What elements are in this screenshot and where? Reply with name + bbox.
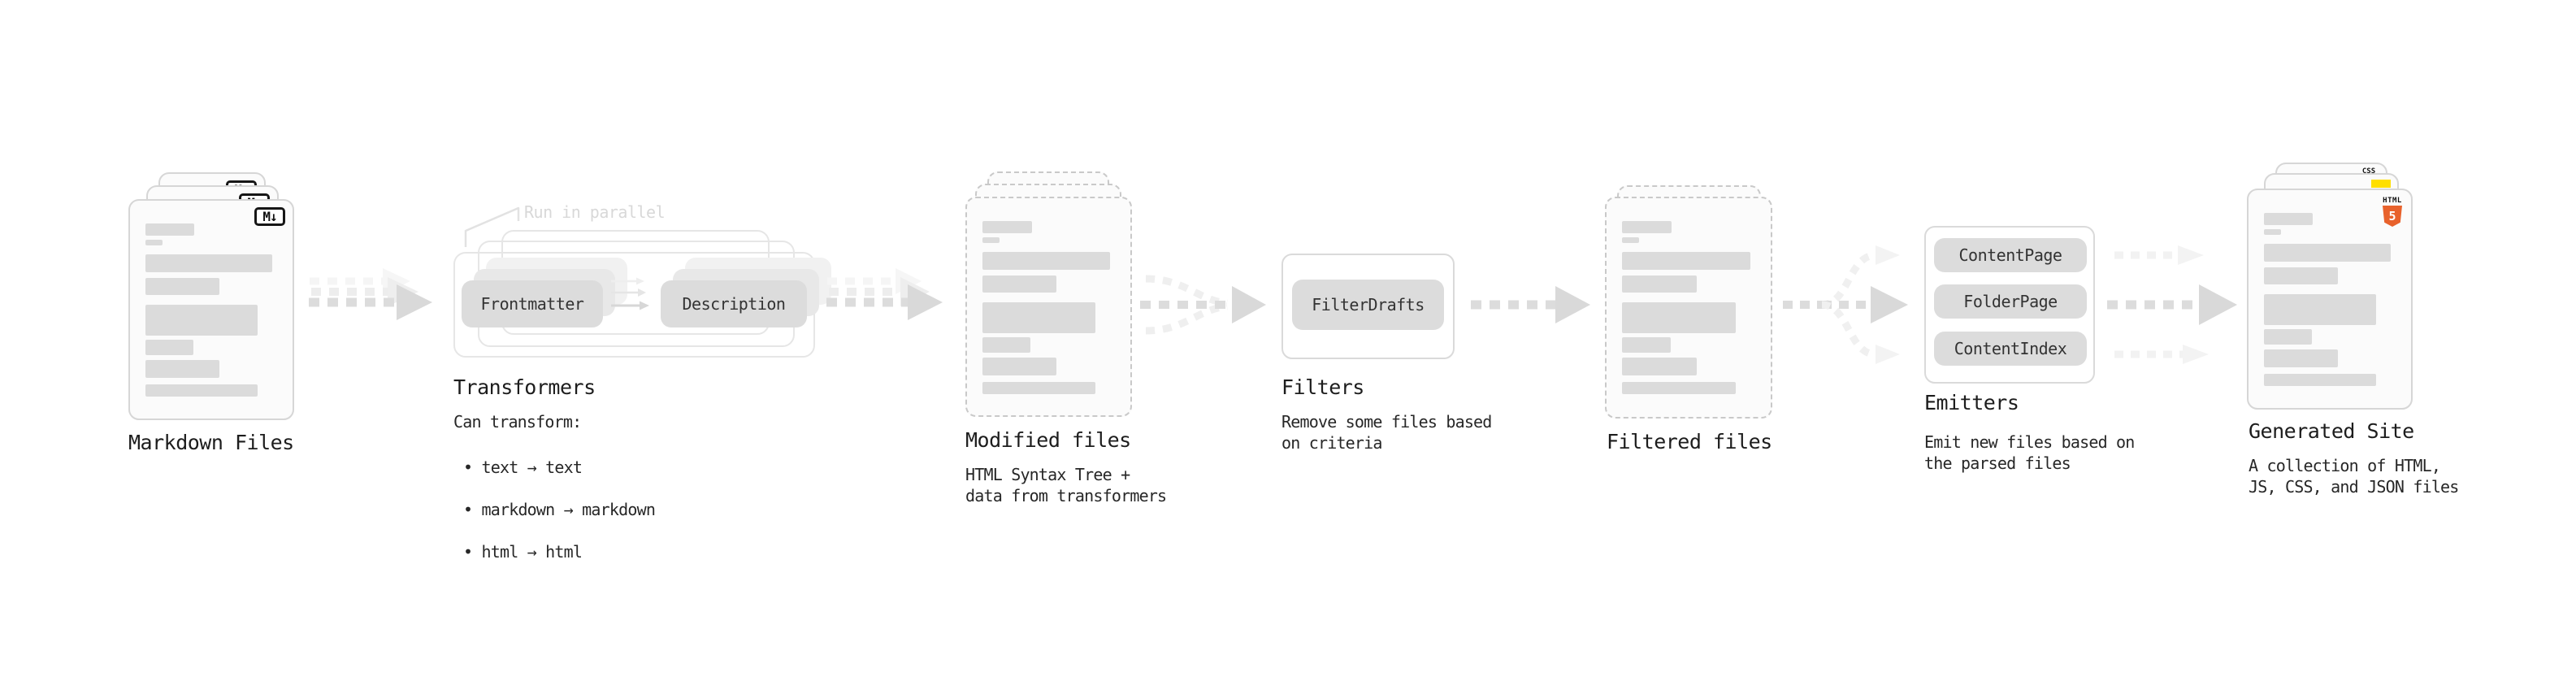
arrow-markdown-to-transformers [309,268,432,320]
description-step: Description [661,280,807,327]
markdown-icon: M↓ [254,207,285,226]
markdown-files-label: Markdown Files [128,431,294,454]
arrow-emitters-to-site [2107,245,2237,364]
document-text-skeleton [1622,221,1753,394]
arrow-filtered-to-emitters [1783,245,1908,364]
parallel-step-arrows [611,277,649,310]
transformers-bullets: • text → text • markdown → markdown • ht… [453,436,656,583]
generated-site-caption: A collection of HTML, JS, CSS, and JSON … [2249,456,2459,497]
content-page-pill: ContentPage [1934,238,2087,272]
html5-icon: HTML 5 [2382,197,2403,227]
filters-label: Filters [1281,375,1364,399]
filters-caption: Remove some files based on criteria [1281,412,1492,453]
document-text-skeleton [2264,213,2393,386]
arrow-transformers-to-modified [826,268,943,320]
generated-site-label: Generated Site [2249,419,2414,443]
transformers-label: Transformers [453,375,596,399]
transformers-caption-heading: Can transform: [453,412,582,432]
modified-files-caption: HTML Syntax Tree + data from transformer… [965,465,1167,505]
bullet-markdown-to-markdown: • markdown → markdown [463,500,656,519]
emitters-caption: Emit new files based on the parsed files [1924,432,2135,473]
content-index-pill: ContentIndex [1934,332,2087,366]
parallel-callout-line [464,206,520,247]
javascript-icon [2371,180,2391,188]
frontmatter-step: Frontmatter [462,280,603,327]
modified-files-label: Modified files [965,428,1131,452]
filtered-files-label: Filtered files [1607,430,1772,453]
document-text-skeleton [982,221,1112,394]
arrow-filters-to-filtered [1471,286,1590,323]
arrow-modified-to-filters [1140,275,1266,335]
bullet-html-to-html: • html → html [463,542,583,562]
folder-page-pill: FolderPage [1934,284,2087,319]
modified-file-front [965,197,1132,417]
filtered-file-front [1605,197,1772,419]
document-text-skeleton [145,223,275,397]
run-in-parallel-note: Run in parallel [524,202,666,222]
emitters-label: Emitters [1924,391,2019,414]
site-file-front: HTML 5 [2247,189,2413,410]
bullet-text-to-text: • text → text [463,458,583,477]
filter-drafts-pill: FilterDrafts [1292,280,1444,330]
markdown-file-front: M↓ [128,199,294,420]
